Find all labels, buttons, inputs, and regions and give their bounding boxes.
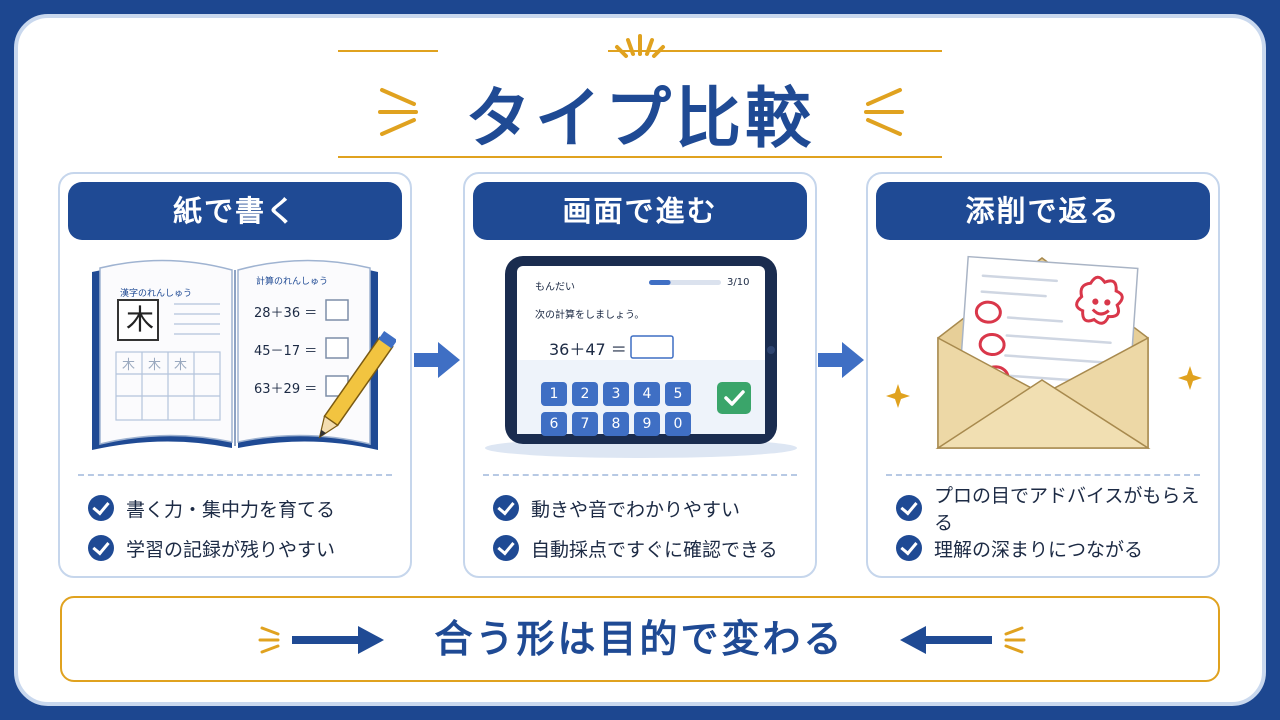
math-problem: 28＋36 ＝ <box>254 306 318 321</box>
summary-text: 合う形は目的で変わる <box>434 617 845 661</box>
keypad-key[interactable]: 5 <box>665 382 691 406</box>
notebook-icon <box>92 259 398 450</box>
check-icon <box>88 535 114 561</box>
progress-fill <box>649 280 671 285</box>
check-icon <box>493 495 519 521</box>
card-paper: 紙で書く <box>58 172 412 578</box>
question-label: もんだい <box>535 282 575 293</box>
envelope-icon <box>886 255 1202 450</box>
envelope-illustration <box>882 248 1204 464</box>
check-icon <box>896 495 922 521</box>
benefit-item: 理解の深まりにつながる <box>896 528 1206 568</box>
benefit-item: プロの目でアドバイスがもらえる <box>896 485 1206 534</box>
check-icon <box>493 535 519 561</box>
math-problem: 45－17 ＝ <box>254 344 318 359</box>
summary-banner: 合う形は目的で変わる <box>60 596 1220 682</box>
benefit-text: 動きや音でわかりやすい <box>531 498 741 521</box>
kanji-practice-title: 漢字のれんしゅう <box>120 289 193 299</box>
keypad-key[interactable]: 3 <box>603 382 629 406</box>
progress-text: 3/10 <box>727 277 750 288</box>
benefit-list: 書く力・集中力を育てる 学習の記録が残りやすい <box>88 488 398 568</box>
keypad-key[interactable]: 4 <box>634 382 660 406</box>
divider <box>483 474 797 476</box>
keypad-key[interactable]: 7 <box>572 412 598 436</box>
benefit-list: 動きや音でわかりやすい 自動採点ですぐに確認できる <box>493 488 803 568</box>
title-rule-bottom <box>338 156 942 158</box>
page-title: タイプ比較 <box>465 80 815 157</box>
instruction-text: 次の計算をしましょう。 <box>535 310 645 321</box>
burst-left-icon <box>378 88 418 136</box>
benefit-list: プロの目でアドバイスがもらえる 理解の深まりにつながる <box>896 485 1206 568</box>
math-practice-title: 計算のれんしゅう <box>256 277 329 287</box>
card-heading: 添削で返る <box>876 182 1210 240</box>
math-problem: 63＋29 ＝ <box>254 382 318 397</box>
divider <box>78 474 392 476</box>
kanji-trace: 木 <box>122 358 136 373</box>
check-icon <box>896 535 922 561</box>
notebook-illustration: 漢字のれんしゅう 木 木 木 木 計算のれんしゅう 28＋36 ＝ 45－17 … <box>74 248 398 464</box>
burst-right-icon <box>864 88 904 136</box>
keypad-key[interactable]: 2 <box>572 382 598 406</box>
title-rule-top-left <box>338 50 438 52</box>
keypad-key[interactable]: 1 <box>541 382 567 406</box>
kanji-trace: 木 <box>174 358 188 373</box>
arrow-right-icon <box>414 342 460 378</box>
kanji-sample: 木 <box>125 303 154 336</box>
benefit-text: 学習の記録が残りやすい <box>126 538 336 561</box>
equation-text: 36＋47 ＝ <box>549 340 627 359</box>
benefit-item: 学習の記録が残りやすい <box>88 528 398 568</box>
title-area: タイプ比較 <box>338 30 942 160</box>
benefit-text: 自動採点ですぐに確認できる <box>531 538 778 561</box>
divider <box>886 474 1200 476</box>
keypad-key[interactable]: 9 <box>634 412 660 436</box>
sparkle-icon <box>615 34 665 58</box>
kanji-trace: 木 <box>148 358 162 373</box>
check-icon <box>88 495 114 521</box>
arrow-right-icon <box>818 342 864 378</box>
keypad-key[interactable]: 0 <box>665 412 691 436</box>
arrow-right-icon <box>258 626 384 654</box>
benefit-text: 理解の深まりにつながる <box>934 538 1144 561</box>
card-heading: 紙で書く <box>68 182 402 240</box>
benefit-item: 動きや音でわかりやすい <box>493 488 803 528</box>
benefit-item: 自動採点ですぐに確認できる <box>493 528 803 568</box>
arrow-left-icon <box>900 626 1026 654</box>
keypad-key[interactable]: 8 <box>603 412 629 436</box>
card-heading: 画面で進む <box>473 182 807 240</box>
benefit-text: 書く力・集中力を育てる <box>126 498 336 521</box>
benefit-item: 書く力・集中力を育てる <box>88 488 398 528</box>
benefit-text: プロの目でアドバイスがもらえる <box>934 485 1200 534</box>
keypad-key[interactable]: 6 <box>541 412 567 436</box>
title-rule-top-right <box>608 50 942 52</box>
card-correction: 添削で返る <box>866 172 1220 578</box>
